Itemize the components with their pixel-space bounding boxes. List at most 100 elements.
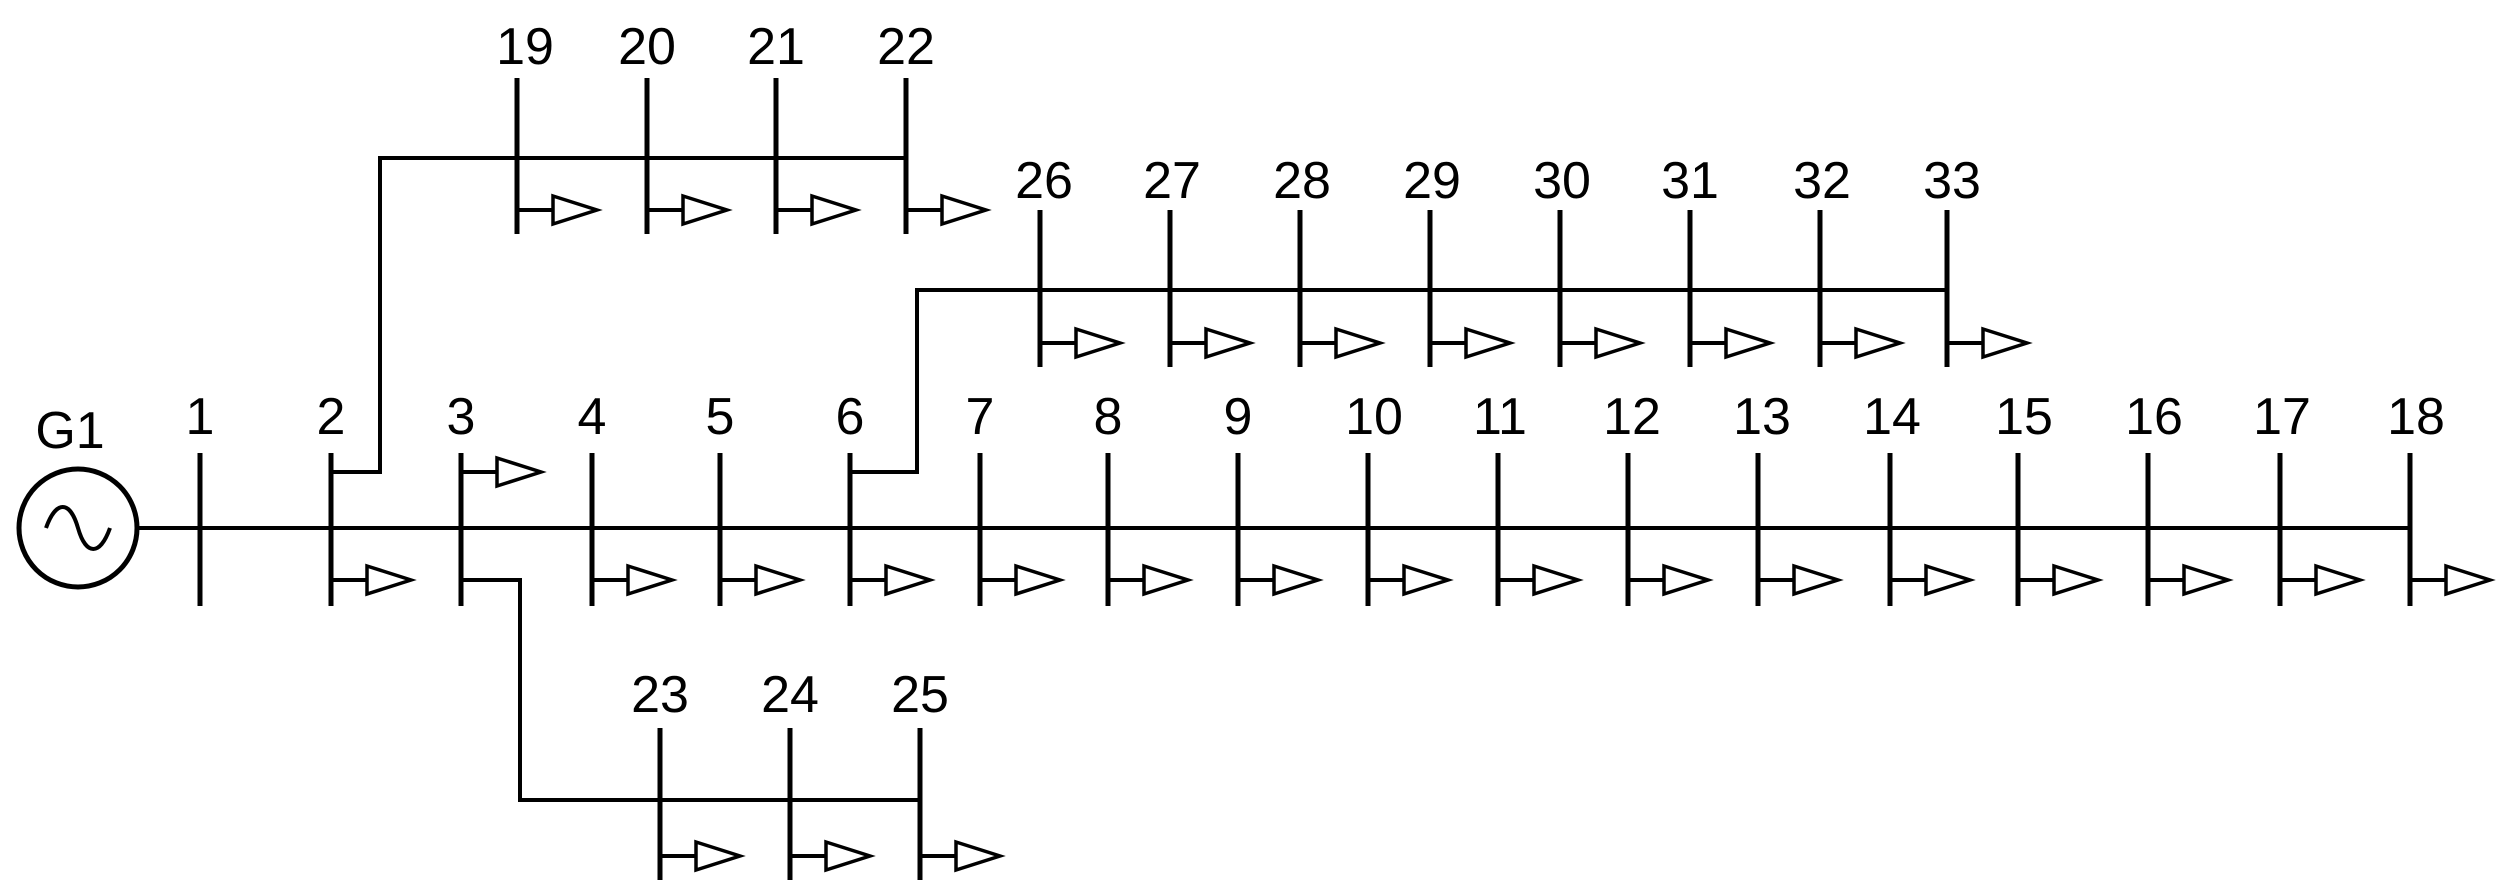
bus-2: 2 — [317, 156, 908, 606]
bus-18: 18 — [2387, 388, 2496, 606]
load-symbol — [645, 193, 733, 227]
bus-33: 33 — [1923, 152, 2033, 367]
bus-label: 28 — [1273, 152, 1331, 210]
bus-6: 6 — [836, 288, 1949, 606]
load-symbol — [1038, 326, 1126, 360]
load-symbol — [848, 563, 936, 597]
load-symbol — [1366, 563, 1454, 597]
bus-label: 1 — [186, 388, 215, 446]
bus-29: 29 — [1403, 152, 1516, 367]
bus-label: 5 — [706, 388, 735, 446]
load-symbol — [1888, 563, 1976, 597]
bus-label: 33 — [1923, 152, 1981, 210]
bus-22: 22 — [877, 18, 992, 234]
load-symbol — [1558, 326, 1646, 360]
bus-8: 8 — [1094, 388, 1194, 606]
bus-label: 18 — [2387, 388, 2445, 446]
bus-20: 20 — [618, 18, 733, 234]
load-symbol — [2408, 563, 2496, 597]
load-symbol — [515, 193, 603, 227]
bus-label: 3 — [447, 388, 476, 446]
load-symbol — [1945, 326, 2033, 360]
load-symbol — [788, 839, 876, 873]
bus-21: 21 — [747, 18, 862, 234]
bus-label: 25 — [891, 666, 949, 724]
bus-10: 10 — [1345, 388, 1454, 606]
bus-label: 19 — [496, 18, 554, 76]
bus-label: 20 — [618, 18, 676, 76]
generator-label: G1 — [35, 402, 104, 460]
bus-26: 26 — [1015, 152, 1126, 367]
branch-connector-top — [329, 156, 908, 474]
bus-label: 4 — [578, 388, 607, 446]
bus-19: 19 — [496, 18, 603, 234]
bus-label: 21 — [747, 18, 805, 76]
bus-5: 5 — [706, 388, 806, 606]
bus-label: 30 — [1533, 152, 1591, 210]
load-symbol — [2146, 563, 2234, 597]
bus-label: 12 — [1603, 388, 1661, 446]
bus-17: 17 — [2253, 388, 2366, 606]
bus-label: 8 — [1094, 388, 1123, 446]
bus-label: 23 — [631, 666, 689, 724]
load-symbol — [904, 193, 992, 227]
bus-label: 13 — [1733, 388, 1791, 446]
bus-label: 7 — [966, 388, 995, 446]
bus-label: 15 — [1995, 388, 2053, 446]
load-symbol — [1688, 326, 1776, 360]
load-symbol — [329, 563, 417, 597]
bus-label: 31 — [1661, 152, 1719, 210]
load-symbol — [1756, 563, 1844, 597]
bus-label: 27 — [1143, 152, 1201, 210]
load-symbol — [1236, 563, 1324, 597]
bus-24: 24 — [761, 666, 876, 880]
load-symbol — [1428, 326, 1516, 360]
load-symbol — [718, 563, 806, 597]
bus-11: 11 — [1473, 388, 1584, 606]
load-symbol — [1626, 563, 1714, 597]
bus-7: 7 — [966, 388, 1066, 606]
load-symbol — [978, 563, 1066, 597]
bus-9: 9 — [1224, 388, 1324, 606]
bus-label: 11 — [1473, 388, 1527, 446]
bus-label: 10 — [1345, 388, 1403, 446]
bus-4: 4 — [578, 388, 678, 606]
branch-mid: 26 27 28 29 — [1015, 152, 2033, 367]
load-symbol — [2278, 563, 2366, 597]
load-symbol — [1298, 326, 1386, 360]
bus-13: 13 — [1733, 388, 1844, 606]
load-symbol — [1496, 563, 1584, 597]
bus-label: 32 — [1793, 152, 1851, 210]
bus-label: 2 — [317, 388, 346, 446]
bus-label: 29 — [1403, 152, 1461, 210]
bus-label: 22 — [877, 18, 935, 76]
bus-30: 30 — [1533, 152, 1646, 367]
branch-bottom: 23 24 25 — [631, 666, 1006, 880]
bus-label: 17 — [2253, 388, 2311, 446]
bus-15: 15 — [1995, 388, 2104, 606]
load-symbol — [459, 455, 547, 489]
load-symbol — [1168, 326, 1256, 360]
bus-3: 3 — [447, 388, 922, 802]
bus-label: 16 — [2125, 388, 2183, 446]
generator-g1: G1 — [16, 402, 202, 590]
bus-label: 9 — [1224, 388, 1253, 446]
bus-23: 23 — [631, 666, 746, 880]
bus-25: 25 — [891, 666, 1006, 880]
branch-top: 19 20 21 22 — [496, 18, 992, 234]
load-symbol — [1106, 563, 1194, 597]
bus-label: 6 — [836, 388, 865, 446]
sine-wave-icon — [44, 505, 112, 551]
bus-label: 26 — [1015, 152, 1073, 210]
load-symbol — [658, 839, 746, 873]
bus-32: 32 — [1793, 152, 1906, 367]
bus-16: 16 — [2125, 388, 2234, 606]
load-symbol — [2016, 563, 2104, 597]
bus-1: 1 — [186, 388, 215, 606]
bus-12: 12 — [1603, 388, 1714, 606]
load-symbol — [918, 839, 1006, 873]
load-symbol — [1818, 326, 1906, 360]
branch-connector-bottom — [459, 578, 922, 802]
load-symbol — [590, 563, 678, 597]
